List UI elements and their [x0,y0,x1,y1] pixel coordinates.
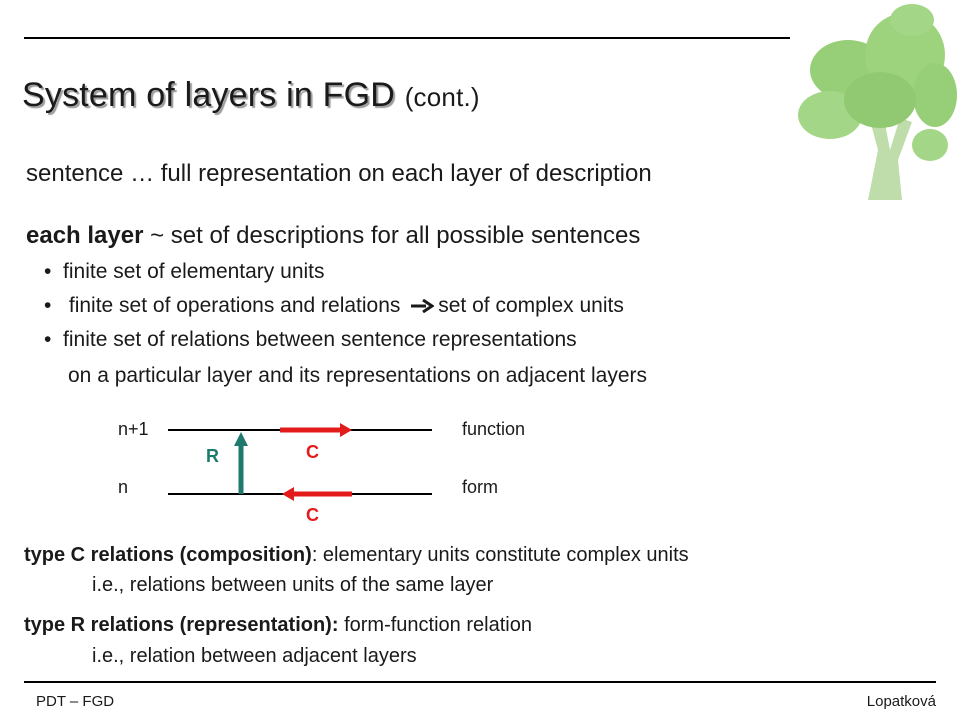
layer-form-label: form [462,477,498,497]
tree-foliage [844,72,916,128]
title-suffix: (cont.) [404,82,480,112]
layer-label-bottom: n [118,477,129,497]
footer-left: PDT – FGD [36,693,115,710]
type-c-rest: : elementary units constitute complex un… [311,544,689,566]
top-rule [24,37,790,39]
tree-foliage [890,4,934,36]
title-main: System of layers in FGD [22,76,396,114]
c-label-top: C [306,442,319,462]
bottom-rule [24,681,936,683]
bullet-text: finite set of operations and relations [68,294,401,317]
c-arrow-top [280,423,352,437]
r-arrow [234,432,248,494]
bullet-1: • finite set of elementary units [44,260,325,284]
type-r-rest: form-function relation [344,614,532,636]
type-c-term: type C relations (composition) [24,544,312,566]
bullet-3-continuation: on a particular layer and its representa… [68,364,647,387]
c-arrow-bottom [282,487,352,501]
c-label-bottom: C [306,505,319,525]
layer-function-label: function [462,419,526,439]
layer-label-top: n+1 [118,419,149,439]
right-arrow-icon [410,295,435,314]
bullet-text-tail: set of complex units [438,294,624,317]
each-layer-term: each layer [26,222,144,249]
bullet-dot: • [44,294,69,317]
r-label: R [206,446,219,466]
type-r-line: type R relations (representation): form-… [24,614,532,637]
type-c-line: type C relations (composition): elementa… [24,544,689,567]
each-layer-line: each layer ~ set of descriptions for all… [26,222,640,250]
bullet-2: • finite set of operations and relations… [44,294,624,318]
bullet-text: finite set of elementary units [63,260,325,283]
bullet-3: • finite set of relations between senten… [44,328,577,352]
tree-trunk [868,118,912,200]
footer-right: Lopatková [866,693,936,710]
sentence-line: sentence … full representation on each l… [26,160,652,187]
bullet-dot: • [44,328,64,351]
bullet-dot: • [44,260,64,283]
tree-foliage [912,129,948,161]
page-title: System of layers in FGD (cont.) [22,76,480,115]
bullet-text: finite set of relations between sentence… [63,328,577,351]
type-r-term: type R relations (representation): [24,614,339,636]
type-c-sub: i.e., relations between units of the sam… [92,574,494,596]
type-r-sub: i.e., relation between adjacent layers [92,645,417,667]
each-layer-rest: ~ set of descriptions for all possible s… [150,222,641,249]
tree-foliage [913,63,957,127]
